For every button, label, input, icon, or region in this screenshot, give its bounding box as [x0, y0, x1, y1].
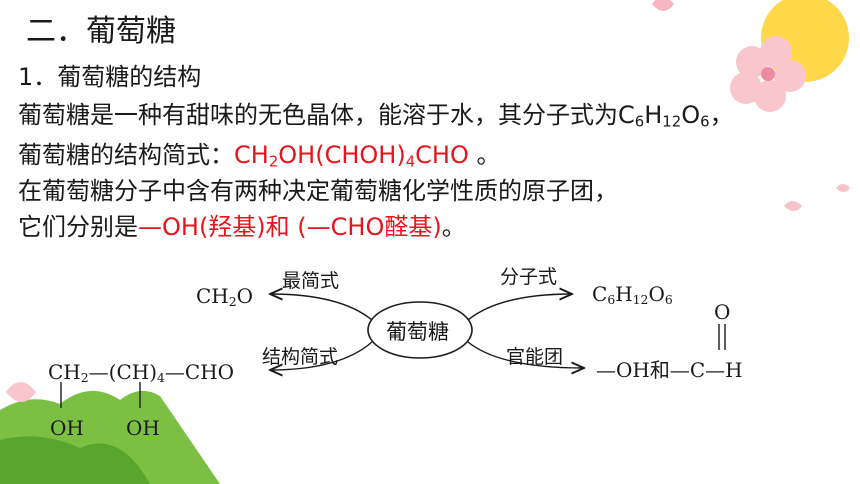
- section-heading: 二．葡萄糖: [26, 14, 176, 49]
- paragraph-2: 葡萄糖的结构简式：CH2OH(CHOH)4CHO 。: [18, 141, 501, 171]
- flower-decor: [730, 36, 806, 112]
- structure-diagram: [60, 250, 726, 408]
- label-molecular: 分子式: [500, 266, 558, 288]
- functional-groups-answer: —OH(羟基)和 (—CHO醛基): [138, 213, 442, 241]
- petal-decor: [6, 382, 36, 402]
- carbonyl-oxygen: O: [714, 300, 731, 324]
- label-simplest: 最简式: [282, 270, 340, 292]
- paragraph-4: 它们分别是—OH(羟基)和 (—CHO醛基)。: [18, 213, 466, 241]
- petal-decor: [652, 0, 674, 11]
- paragraph-1: 葡萄糖是一种有甜味的无色晶体，能溶于水，其分子式为C6H12O6，: [18, 101, 734, 131]
- molecular-formula-diagram: C6H12O6: [592, 282, 673, 308]
- label-functional: 官能团: [506, 346, 564, 368]
- petal-decor: [784, 201, 802, 211]
- para1-text: 葡萄糖是一种有甜味的无色晶体，能溶于水，其分子式为: [18, 101, 618, 129]
- functional-group-formula: —OH和—C—H: [596, 358, 743, 382]
- paragraph-3: 在葡萄糖分子中含有两种决定葡萄糖化学性质的原子团，: [18, 177, 618, 205]
- oh-right: OH: [126, 416, 160, 440]
- structural-formula: CH2OH(CHOH)4CHO: [234, 141, 469, 171]
- oh-left: OH: [50, 416, 84, 440]
- molecular-formula: C6H12O6: [618, 101, 710, 131]
- arrow-structural: [270, 341, 373, 370]
- center-label: 葡萄糖: [386, 320, 449, 344]
- arrow-simplest: [270, 294, 373, 321]
- petal-decor: [836, 184, 850, 192]
- structural-formula-diagram: CH2—(CH)4—CHO: [48, 360, 235, 386]
- grass-decor: [0, 436, 150, 484]
- simplest-formula: CH2O: [196, 284, 254, 310]
- center-ellipse: [367, 301, 473, 359]
- para2-prefix: 葡萄糖的结构简式：: [18, 141, 234, 169]
- subheading: 1．葡萄糖的结构: [18, 63, 202, 91]
- arrow-functional: [467, 341, 584, 368]
- arrow-molecular: [467, 294, 572, 321]
- label-structural: 结构简式: [262, 346, 339, 368]
